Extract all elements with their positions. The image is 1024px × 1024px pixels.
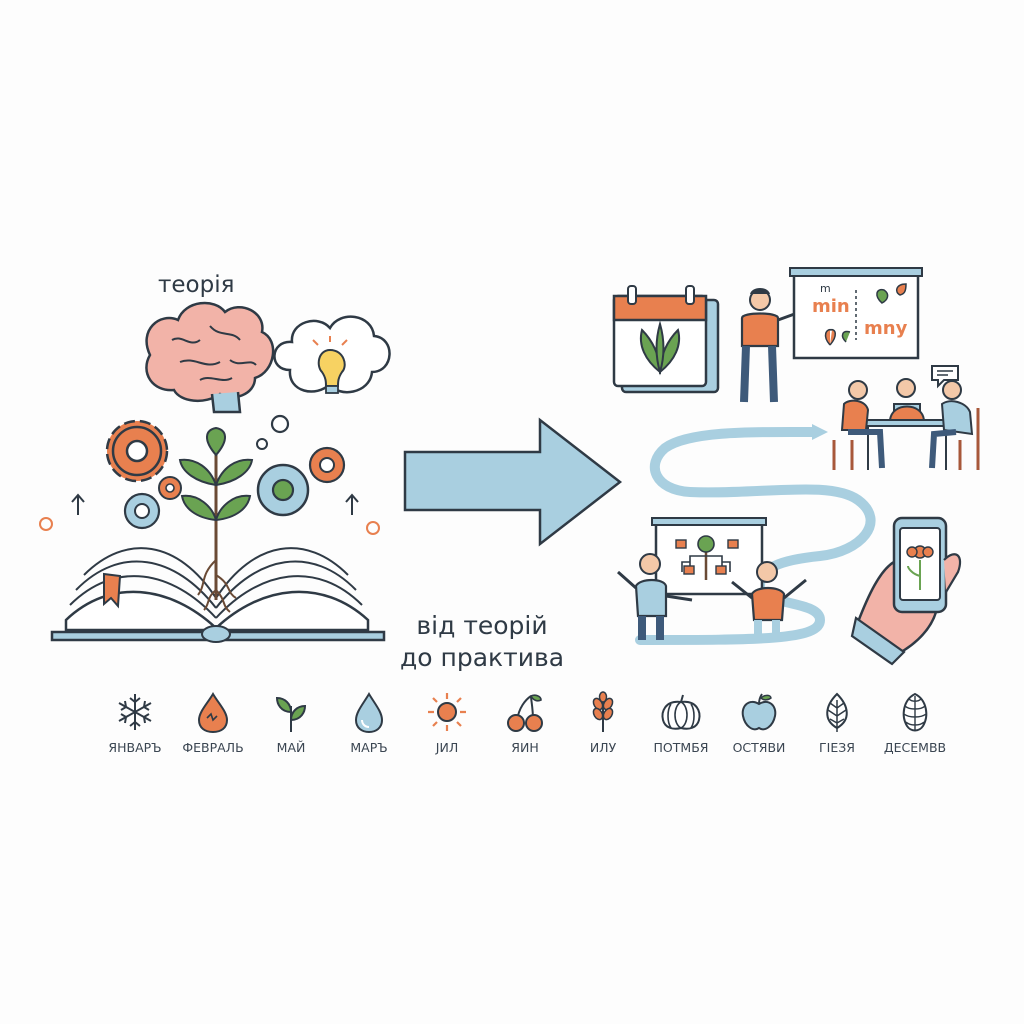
month-label: ДЕСЕМВВ: [883, 740, 947, 755]
slogan-line-1: від теорій: [416, 611, 548, 640]
pumpkin-icon: [661, 694, 701, 730]
workshop-scene: [617, 517, 807, 640]
phone-hand-icon: [850, 516, 962, 666]
snowflake-icon: [118, 694, 152, 730]
gear-icon-orange: [308, 446, 346, 484]
thought-bubble: [256, 315, 391, 450]
month-item: МАРЪ: [330, 690, 408, 770]
month-label: МАРЪ: [350, 740, 388, 755]
cherry-icon: [507, 694, 543, 732]
leaf-icon: [826, 692, 848, 732]
presenter-figure: [740, 288, 815, 403]
month-label: ОСТЯВИ: [732, 740, 786, 755]
gear-icon-tiny: [158, 476, 182, 500]
month-label: JИЛ: [435, 740, 459, 755]
month-item: JИЛ: [408, 690, 486, 770]
month-label: ЯНВАРЪ: [108, 740, 162, 755]
month-label: МАЙ: [276, 740, 306, 755]
water-drop-icon: [354, 692, 384, 734]
brain-icon: [145, 301, 275, 414]
slogan: від теорій до практива: [400, 610, 564, 674]
months-row: ЯНВАРЪ ФЕВРАЛЬ МАЙ МАРЪ JИЛ: [96, 690, 956, 770]
slogan-line-2: до практива: [400, 643, 565, 672]
calendar-icon: [612, 285, 720, 394]
presentation-board: [789, 267, 923, 360]
sun-icon: [428, 693, 466, 731]
board-text-small: m: [820, 282, 831, 295]
apple-icon: [741, 693, 777, 731]
path-ribbon: [635, 424, 876, 645]
up-arrow-icon: [39, 493, 380, 535]
month-label: ЯИН: [511, 740, 539, 755]
gear-icon-blue: [256, 463, 310, 517]
big-arrow-icon: [403, 417, 623, 547]
month-label: ГIЕЗЯ: [819, 740, 855, 755]
month-item: ОСТЯВИ: [720, 690, 798, 770]
wheat-icon: [592, 691, 614, 732]
month-item: ГIЕЗЯ: [798, 690, 876, 770]
board-text-bottom: mny: [864, 318, 908, 339]
light-bulb-icon: [312, 336, 348, 394]
sprout-icon: [275, 696, 307, 732]
open-book-icon: [50, 547, 386, 643]
gear-icon-small: [123, 492, 161, 530]
month-item: ПОТМБЯ: [642, 690, 720, 770]
board-text-top: min: [812, 296, 850, 317]
month-item: ЯНВАРЪ: [96, 690, 174, 770]
pinecone-icon: [902, 692, 928, 732]
month-label: ФЕВРАЛЬ: [182, 740, 244, 755]
drop-orange-icon: [197, 692, 229, 734]
team-meeting: [832, 365, 980, 470]
month-label: ИЛУ: [589, 740, 617, 755]
theory-label: теорія: [158, 272, 235, 298]
month-item: ДЕСЕМВВ: [876, 690, 954, 770]
plant-icon: [178, 426, 254, 613]
month-item: МАЙ: [252, 690, 330, 770]
month-label: ПОТМБЯ: [653, 740, 709, 755]
month-item: ЯИН: [486, 690, 564, 770]
month-item: ИЛУ: [564, 690, 642, 770]
month-item: ФЕВРАЛЬ: [174, 690, 252, 770]
gear-icon-large: [105, 419, 169, 483]
